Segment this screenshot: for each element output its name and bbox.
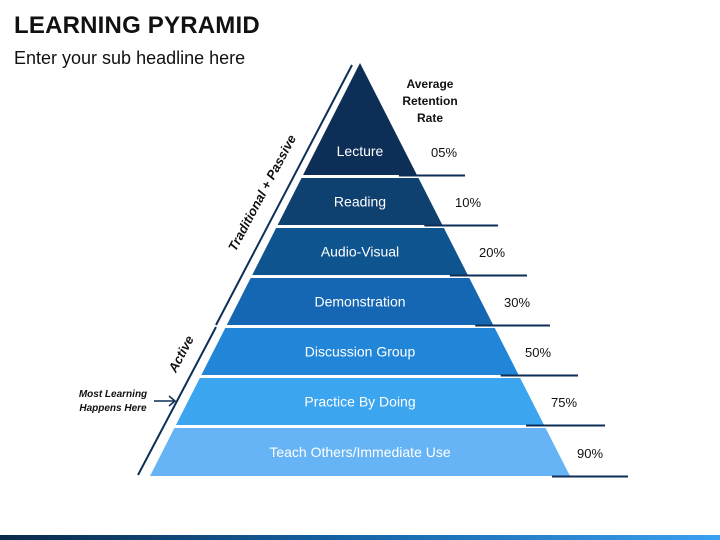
pyramid-level-label-4: Demonstration	[314, 294, 405, 310]
page-subtitle: Enter your sub headline here	[14, 48, 246, 68]
most-learning-note-line1: Most Learning	[79, 389, 147, 400]
pyramid-level-5	[201, 328, 519, 375]
retention-header-line2: Retention	[402, 94, 457, 108]
retention-rate-7: 90%	[577, 446, 603, 461]
retention-rate-5: 50%	[525, 345, 551, 360]
retention-header-line1: Average	[407, 77, 454, 91]
pyramid-level-2	[277, 178, 443, 225]
pyramid-level-4	[226, 278, 494, 325]
most-learning-note-line2: Happens Here	[79, 403, 147, 414]
pyramid-level-3	[252, 228, 468, 275]
pyramid-level-7	[150, 428, 570, 476]
footer-accent-bar	[0, 535, 720, 540]
pyramid-level-label-7: Teach Others/Immediate Use	[269, 444, 451, 460]
retention-header-line3: Rate	[417, 111, 443, 125]
retention-rate-2: 10%	[455, 195, 481, 210]
pyramid-level-label-3: Audio-Visual	[321, 244, 399, 260]
pyramid-level-6	[175, 378, 545, 425]
pyramid-level-label-5: Discussion Group	[305, 344, 416, 360]
pyramid-level-label-6: Practice By Doing	[304, 394, 415, 410]
active-line	[137, 326, 217, 476]
retention-rate-6: 75%	[551, 395, 577, 410]
pyramid-level-label-2: Reading	[334, 194, 386, 210]
pyramid-levels: Lecture 05% Reading 10% Audio-Visual 20% Demon…	[150, 63, 628, 478]
arrow-right-icon	[154, 395, 177, 407]
page-title: LEARNING PYRAMID	[14, 12, 260, 39]
traditional-passive-line	[215, 64, 353, 326]
pyramid-level-label-1: Lecture	[337, 143, 384, 159]
active-label: Active	[165, 333, 197, 375]
retention-rate-4: 30%	[504, 295, 530, 310]
pyramid-level-1	[303, 63, 417, 175]
retention-rate-3: 20%	[479, 245, 505, 260]
retention-rate-1: 05%	[431, 145, 457, 160]
